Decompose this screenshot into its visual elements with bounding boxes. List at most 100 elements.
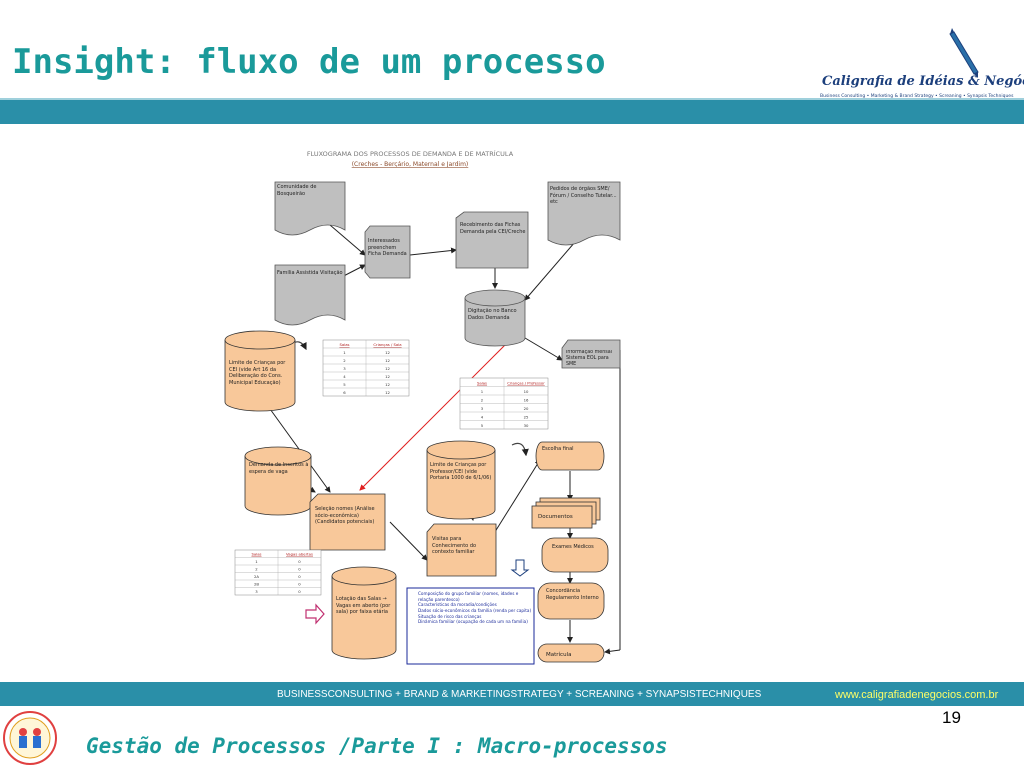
table-cell: 2 [343,358,346,363]
down-arrow-icon [510,559,530,577]
footer-services: BUSINESSCONSULTING + BRAND & MARKETINGST… [277,689,762,700]
diagram-subtitle: (Creches - Berçário, Maternal e Jardim) [352,161,469,168]
table-cell: 0 [298,582,301,587]
table-cell: 3 [255,589,258,594]
table-cell: 0 [298,567,301,572]
table-cell: 2 [255,567,258,572]
table-cell: 4 [481,415,484,420]
node-pedidos: Pedidos de órgãos SME/ Fórum / Conselho … [547,181,621,246]
highlight-connector [359,339,511,491]
criteria-box [406,587,535,665]
table-vagas-abertas: Salas Vagas abertas 1 0 2 0 2A 0 2B 0 3 0 [234,549,322,596]
node-documentos: Documentos [531,497,601,529]
table-cell: 25 [524,415,529,420]
node-familia: Família Assistida Visitação [274,264,346,326]
logo-tagline: Business Consulting • Marketing & Brand … [820,94,1014,99]
table-cell: 0 [298,589,301,594]
node-matricula-label: Matrícula [546,651,571,658]
node-lotacao-label: Lotação das Salas → Vagas em aberto (por… [336,596,391,615]
table-cell: 3 [481,406,484,411]
table-cell: 12 [385,350,390,355]
table-cell: 4 [343,374,346,379]
node-pedidos-label: Pedidos de órgãos SME/ Fórum / Conselho … [550,186,617,205]
node-comunidade-label: Comunidade de Bosqueirão [277,184,317,197]
node-recebimento-label: Recebimento das Fichas Demanda pela CEI/… [460,222,526,235]
node-concordancia-label: Concordância Regulamento Interno [546,588,599,601]
header-divider [0,98,1024,100]
node-selecao: Seleção nomes (Análise sócio-econômica) … [309,493,386,551]
node-exames-label: Exames Médicos [552,544,594,550]
table-cell: 12 [385,382,390,387]
table-cell: 3 [343,366,346,371]
right-arrow-icon [305,603,325,625]
node-informacao-label: Informação mensal Sistema EOL para SME [566,350,613,367]
node-limite-criancas: Limite de Crianças por CEI (vide Art 16 … [224,330,296,412]
table-cell: 2B [254,582,259,587]
table-cell: 0 [298,574,301,579]
criteria-item: Dinâmica familiar (ocupação de cada um n… [418,619,532,625]
node-lotacao: Lotação das Salas → Vagas em aberto (por… [331,566,397,660]
process-flowchart: FLUXOGRAMA DOS PROCESSOS DE DEMANDA E DE… [220,140,640,670]
company-logo: Caligrafia de Idéias & Negócios ® Busine… [818,28,1024,106]
page-number: 19 [942,708,961,727]
table-cell: 10 [524,389,529,394]
node-escolha-final-label: Escolha final [542,446,574,452]
table-header-cell: Vagas abertas [286,552,313,557]
criteria-list: Composição do grupo familiar (nomes, ida… [410,591,532,625]
loop-arrow-icon [511,442,529,457]
node-recebimento: Recebimento das Fichas Demanda pela CEI/… [455,211,529,269]
section-title: Gestão de Processos /Parte I : Macro-pro… [86,734,668,758]
table-cell: 1 [343,350,346,355]
table-header-cell: Crianças / Sala [373,342,401,347]
node-demanda-inscrita-label: Demanda de Inscritos à espera de vaga [249,462,309,475]
footer-url-link[interactable]: www.caligrafiadenegocios.com.br [835,689,999,701]
node-interessados: Interessados preenchem Ficha Demanda [364,225,411,279]
node-comunidade: Comunidade de Bosqueirão [274,181,346,236]
node-informacao: Informação mensal Sistema EOL para SME [561,339,621,369]
table-cell: 2A [254,574,259,579]
diagram-title: FLUXOGRAMA DOS PROCESSOS DE DEMANDA E DE… [307,149,514,158]
node-matricula: Matrícula [537,643,605,663]
criteria-item: Composição do grupo familiar (nomes, ida… [418,591,532,602]
node-limite-professor-label: Limite de Crianças por Professor/CEI (vi… [430,462,492,481]
node-limite-criancas-label: Limite de Crianças por CEI (vide Art 16 … [229,360,286,386]
table-cell: 20 [524,406,529,411]
table-cell: 6 [343,390,346,395]
slide-title: Insight: fluxo de um processo [12,42,606,82]
node-demanda-inscrita: Demanda de Inscritos à espera de vaga [244,446,312,516]
flow-connectors [264,224,621,655]
node-exames: Exames Médicos [541,537,609,573]
table-cell: 12 [385,374,390,379]
table-cell: 1 [481,389,484,394]
table-cell: 12 [385,390,390,395]
node-concordancia: Concordância Regulamento Interno [537,582,605,620]
table-cell: 1 [255,559,258,564]
node-visitas: Visitas para Conhecimento do contexto fa… [426,523,497,577]
criteria-item: Dados sócio-econômicos da família (renda… [418,608,532,614]
table-header-cell: Salas [477,381,487,386]
table-header-cell: Salas [251,552,261,557]
node-digitacao-label: Digitação no Banco Dados Demanda [468,308,517,321]
table-cell: 5 [481,423,484,428]
table-cell: 12 [385,358,390,363]
node-digitacao: Digitação no Banco Dados Demanda [464,289,526,347]
criteria-item: Características da moradia/condições [418,602,532,608]
table-cell: 0 [298,559,301,564]
table-header-cell: Crianças / Professor [507,381,545,386]
node-selecao-label: Seleção nomes (Análise sócio-econômica) … [315,506,375,525]
node-interessados-label: Interessados preenchem Ficha Demanda [368,238,407,257]
table-header-cell: Salas [339,342,349,347]
node-escolha-final: Escolha final [535,441,605,471]
table-cell: 12 [385,366,390,371]
header-bar [0,100,1024,124]
footer-bar [0,682,1024,706]
school-badge-icon [3,711,57,765]
table-cell: 30 [524,423,529,428]
node-limite-professor: Limite de Crianças por Professor/CEI (vi… [426,440,496,520]
criteria-item: Situação de risco das crianças [418,614,532,620]
table-cell: 16 [524,398,529,403]
logo-name: Caligrafia de Idéias & Negócios ® [822,74,1024,89]
pen-icon [949,28,979,78]
node-familia-label: Família Assistida Visitação [277,270,343,276]
